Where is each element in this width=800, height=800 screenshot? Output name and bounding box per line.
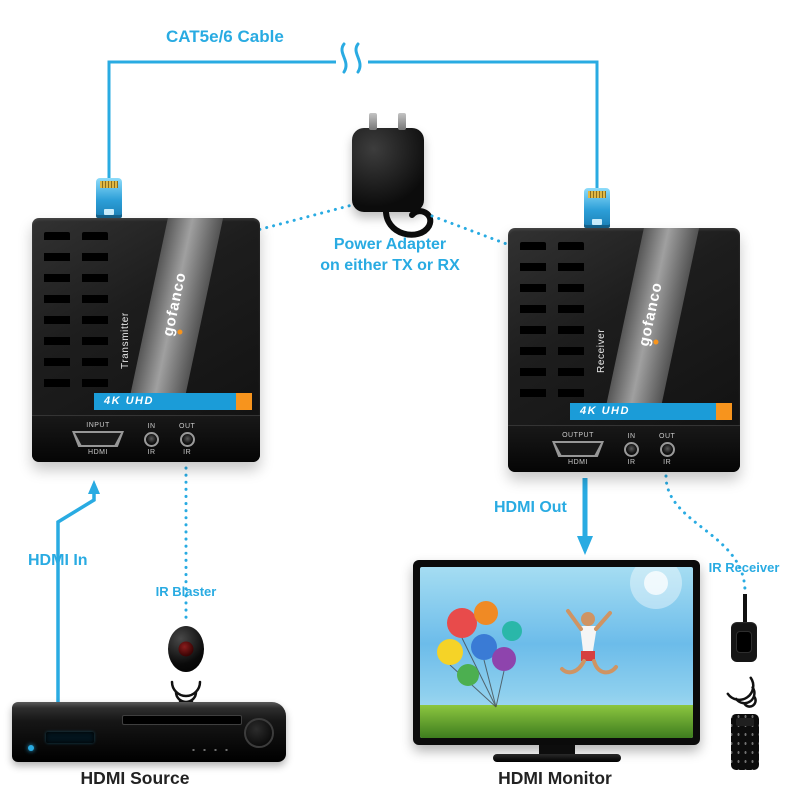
ir-out-jack [659, 441, 675, 457]
bluray-player [12, 702, 286, 762]
power-adapter-label-line1: Power Adapter [333, 236, 447, 253]
receiver-role-label: Receiver [596, 328, 607, 374]
hdmi-source-label: HDMI Source [80, 768, 190, 788]
tv-stand-neck [538, 745, 575, 754]
uhd-badge-accent [716, 403, 732, 420]
remote-control [731, 714, 759, 770]
power-adapter-label: Power Adapter on either TX or RX [302, 234, 478, 276]
tv-frame [413, 560, 700, 745]
balloons-graphic [437, 601, 522, 686]
vent-grille [520, 242, 584, 404]
brand-logo: gofanco [159, 271, 194, 339]
hdmi-in-label: HDMI In [28, 552, 88, 569]
hdmi-input-port-group: INPUT HDMI [72, 422, 124, 456]
ir-out-jack-group: OUT IR [659, 433, 675, 466]
transmitter-device: Transmitter gofanco 4K UHD INPUT HDMI IN… [32, 218, 260, 462]
player-display [46, 732, 94, 743]
tv-screen-picture [420, 567, 693, 738]
rj45-connector-left [96, 178, 122, 218]
ir-out-jack-group: OUT IR [179, 423, 195, 456]
cat5-cable-line [107, 60, 336, 180]
ir-receiver-dotted-line [664, 474, 747, 594]
jack-label-top: OUT [659, 432, 676, 440]
uhd-badge: 4K UHD [94, 393, 252, 410]
hdmi-monitor-label: HDMI Monitor [498, 768, 612, 788]
uhd-badge: 4K UHD [570, 403, 732, 420]
brand-logo: gofanco [635, 281, 670, 349]
tv-stand-base [492, 754, 621, 762]
ir-in-jack [144, 431, 159, 447]
vent-column [520, 242, 546, 404]
hdmi-output-port-group: OUTPUT HDMI [552, 432, 604, 466]
hdmi-port-label-bottom: HDMI [88, 449, 108, 456]
grass [420, 705, 693, 738]
jumping-person [560, 609, 618, 675]
hdmi-out-label: HDMI Out [494, 499, 567, 516]
vent-column [44, 232, 70, 394]
jack-label-bottom: IR [147, 448, 156, 456]
brand-stripe: gofanco [129, 218, 225, 410]
cat5-cable-label: CAT5e/6 Cable [166, 27, 284, 46]
cat5-cable-line [368, 60, 599, 190]
ir-blaster [168, 626, 204, 672]
uhd-badge-accent [236, 393, 252, 410]
cable-break-squiggle [354, 42, 362, 74]
player-knob [244, 718, 274, 748]
jack-label-bottom: IR [663, 458, 672, 466]
disc-tray [122, 715, 242, 725]
uhd-badge-text: 4K UHD [104, 395, 154, 407]
rj45-connector-right [584, 188, 610, 228]
jack-label-top: OUT [179, 422, 196, 430]
ir-in-jack-group: IN IR [624, 433, 639, 466]
hdmi-port-connector [552, 441, 604, 457]
vent-column [558, 242, 584, 404]
adapter-prong [398, 113, 406, 130]
brand-stripe: gofanco [605, 228, 701, 420]
vent-grille [44, 232, 108, 394]
adapter-cord [383, 205, 434, 238]
hdmi-port-label-top: INPUT [86, 422, 110, 429]
hdmi-monitor-tv [413, 560, 700, 762]
receiver-device: Receiver gofanco 4K UHD OUTPUT HDMI IN I… [508, 228, 740, 472]
jack-label-bottom: IR [627, 458, 636, 466]
adapter-prong [369, 113, 377, 130]
receiver-port-panel: OUTPUT HDMI IN IR OUT IR [508, 425, 740, 472]
hdmi-port-label-bottom: HDMI [568, 459, 588, 466]
ir-out-jack [179, 431, 195, 447]
transmitter-port-panel: INPUT HDMI IN IR OUT IR [32, 415, 260, 462]
jack-label-top: IN [147, 422, 156, 430]
hdmi-port-connector [72, 431, 124, 447]
adapter-dotted-link-right [430, 214, 514, 248]
adapter-dotted-link-left [248, 202, 358, 234]
power-adapter-label-line2: on either TX or RX [320, 257, 460, 275]
power-adapter [352, 113, 424, 212]
ir-blaster-label: IR Blaster [155, 584, 217, 599]
ir-in-jack-group: IN IR [144, 423, 159, 456]
ir-receiver-label: IR Receiver [708, 560, 780, 575]
ir-receiver-head [731, 622, 757, 662]
jack-label-bottom: IR [183, 448, 192, 456]
uhd-badge-text: 4K UHD [580, 405, 630, 417]
jack-label-top: IN [627, 432, 636, 440]
cable-break-squiggle [340, 42, 348, 74]
player-buttons [186, 746, 230, 752]
transmitter-role-label: Transmitter [120, 312, 131, 370]
remote-ir-waves [726, 676, 757, 708]
power-led [28, 745, 34, 751]
hdmi-port-label-top: OUTPUT [562, 432, 594, 439]
tv-screen [420, 567, 693, 738]
ir-in-jack [624, 441, 639, 457]
hdmi-in-arrow [56, 480, 100, 706]
vent-column [82, 232, 108, 394]
